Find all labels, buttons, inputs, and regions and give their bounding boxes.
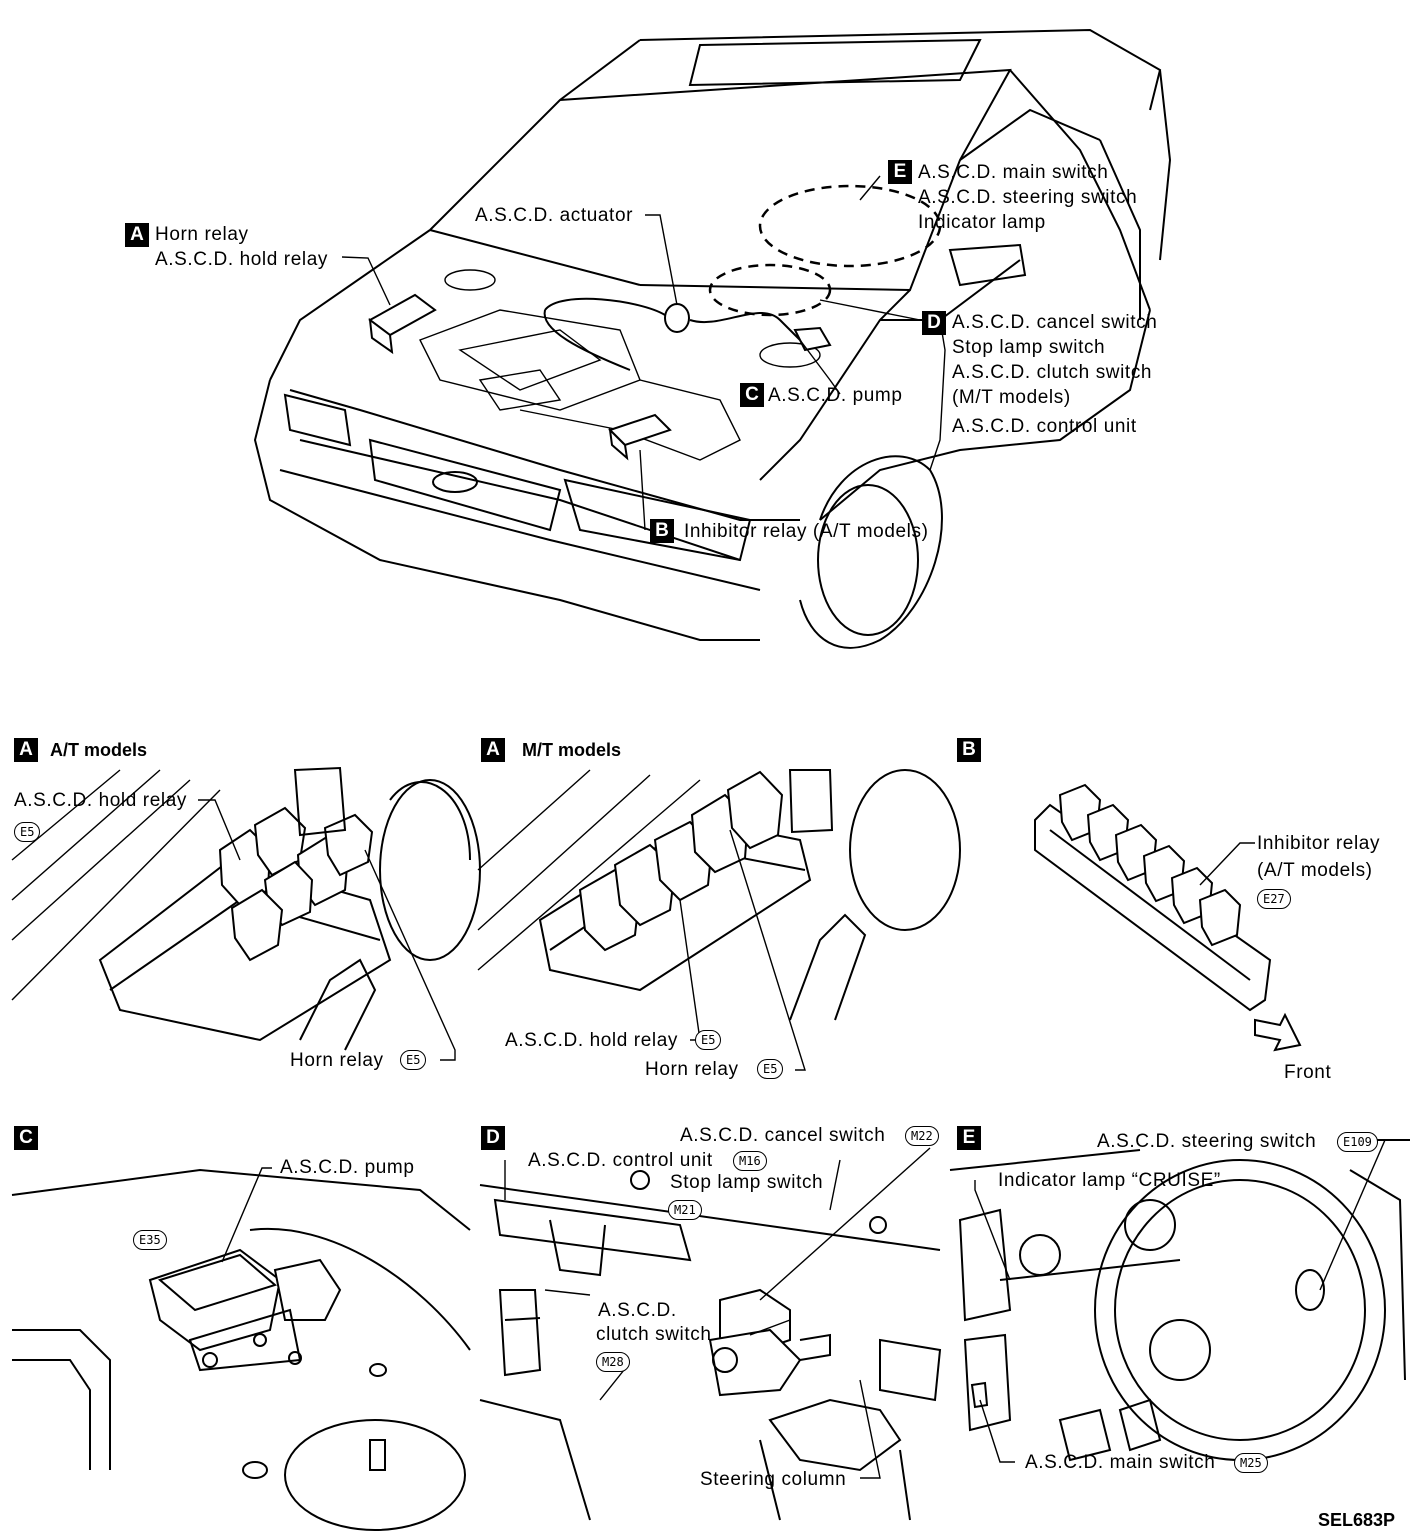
panel-a-at-horn-relay-code: E5 [400, 1050, 427, 1070]
panel-e-indicator-lamp: Indicator lamp “CRUISE” [998, 1170, 1221, 1191]
panel-c-illustration [11, 1167, 471, 1531]
panel-a-at-hold-relay-code: E5 [14, 822, 41, 842]
marker-a: A [125, 223, 149, 247]
panel-c-marker: C [14, 1126, 38, 1150]
panel-b-illustration [1034, 783, 1302, 1052]
panel-a-mt-title: M/T models [522, 740, 622, 760]
label-horn-relay: Horn relay [155, 224, 249, 245]
panel-d-clutch-switch-line1: A.S.C.D. [598, 1300, 677, 1321]
label-ascd-hold-relay: A.S.C.D. hold relay [155, 249, 328, 270]
panel-a-mt-horn-relay: Horn relay [645, 1059, 739, 1080]
panel-b-inhibitor-relay: Inhibitor relay [1257, 833, 1381, 854]
panel-e-illustration [949, 1139, 1410, 1463]
panel-e-main-switch: A.S.C.D. main switch [1025, 1452, 1216, 1473]
panel-d-control-unit: A.S.C.D. control unit [528, 1150, 713, 1171]
label-ascd-clutch-switch: A.S.C.D. clutch switch [952, 362, 1153, 383]
panel-e-main-code: M25 [1234, 1453, 1268, 1473]
panel-c-pump-code: E35 [133, 1230, 167, 1250]
marker-e: E [888, 160, 912, 184]
panel-a-at-marker: A [14, 738, 38, 762]
label-ascd-pump: A.S.C.D. pump [768, 385, 903, 406]
panel-c-pump: A.S.C.D. pump [280, 1157, 415, 1178]
marker-d: D [922, 311, 946, 335]
panel-e-steering-switch: A.S.C.D. steering switch [1097, 1131, 1317, 1152]
panel-a-mt-marker: A [481, 738, 505, 762]
label-ascd-main-switch: A.S.C.D. main switch [918, 162, 1109, 183]
panel-b-inhibitor-code: E27 [1257, 889, 1291, 909]
marker-b: B [650, 519, 674, 543]
label-stop-lamp-switch: Stop lamp switch [952, 337, 1106, 358]
panel-d-stop-lamp: Stop lamp switch [670, 1172, 824, 1193]
panel-a-at-horn-relay: Horn relay [290, 1050, 384, 1071]
panel-b-front: Front [1284, 1062, 1332, 1083]
panel-a-mt-horn-relay-code: E5 [757, 1059, 784, 1079]
panel-d-clutch-switch-line2: clutch switch [596, 1324, 712, 1345]
panel-d-illustration [479, 1147, 942, 1521]
panel-d-marker: D [481, 1126, 505, 1150]
panel-a-at-title: A/T models [50, 740, 148, 760]
panel-b-at-models: (A/T models) [1257, 860, 1373, 881]
panel-d-steering-column: Steering column [700, 1469, 847, 1490]
label-mt-models: (M/T models) [952, 387, 1071, 408]
figure-reference: SEL683P [1318, 1510, 1396, 1530]
panel-a-mt-illustration [477, 769, 961, 1071]
panel-b-marker: B [957, 738, 981, 762]
panel-e-marker: E [957, 1126, 981, 1150]
panel-d-clutch-code: M28 [596, 1352, 630, 1372]
marker-c: C [740, 383, 764, 407]
panel-a-at-hold-relay: A.S.C.D. hold relay [14, 790, 187, 811]
panel-d-stop-code: M21 [668, 1200, 702, 1220]
panel-e-steering-code: E109 [1337, 1132, 1378, 1152]
panel-a-mt-hold-relay: A.S.C.D. hold relay [505, 1030, 678, 1051]
label-ascd-control-unit: A.S.C.D. control unit [952, 416, 1137, 437]
panel-a-mt-hold-relay-code: E5 [695, 1030, 722, 1050]
label-ascd-steering-switch: A.S.C.D. steering switch [918, 187, 1138, 208]
label-ascd-actuator: A.S.C.D. actuator [475, 205, 634, 226]
panel-d-cancel-code: M22 [905, 1126, 939, 1146]
label-ascd-cancel-switch: A.S.C.D. cancel switch [952, 312, 1158, 333]
panel-d-cancel-switch: A.S.C.D. cancel switch [680, 1125, 886, 1146]
panel-a-at-illustration [11, 766, 481, 1061]
label-inhibitor-relay: Inhibitor relay (A/T models) [684, 521, 929, 542]
panel-d-control-code: M16 [733, 1151, 767, 1171]
label-indicator-lamp: Indicator lamp [918, 212, 1046, 233]
